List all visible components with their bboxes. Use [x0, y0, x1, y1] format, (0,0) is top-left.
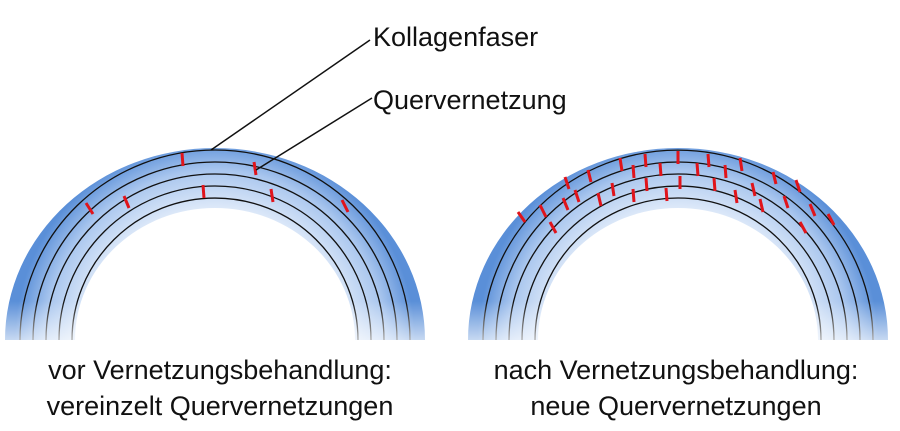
label-quervernetzung: Quervernetzung: [373, 85, 567, 115]
arch-after-treatment: [460, 148, 900, 360]
leader-line-crosslink: [255, 97, 373, 171]
caption-line: neue Quervernetzungen: [530, 391, 822, 421]
label-kollagenfaser: Kollagenfaser: [373, 22, 538, 52]
caption-after-treatment: nach Vernetzungsbehandlung: neue Querver…: [452, 352, 900, 424]
caption-before-treatment: vor Vernetzungsbehandlung: vereinzelt Qu…: [0, 352, 440, 424]
caption-line: nach Vernetzungsbehandlung:: [493, 355, 859, 385]
leader-line-fiber: [210, 39, 371, 151]
caption-line: vereinzelt Quervernetzungen: [46, 391, 394, 421]
caption-line: vor Vernetzungsbehandlung:: [48, 355, 392, 385]
arch-before-treatment: [0, 148, 440, 360]
